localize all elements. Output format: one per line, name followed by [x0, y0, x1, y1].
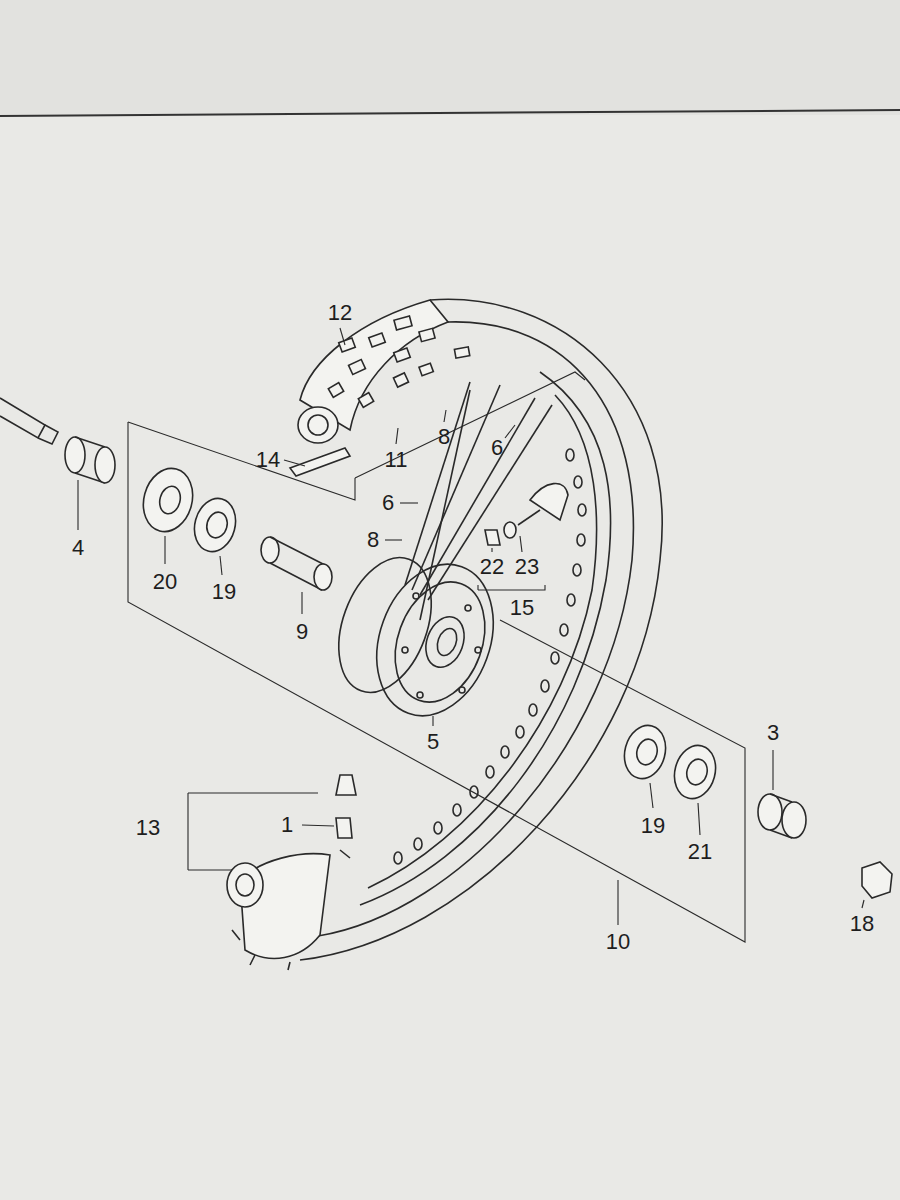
- callout-number: 12: [328, 302, 352, 324]
- callout-number: 15: [510, 597, 534, 619]
- callout-number: 19: [641, 815, 665, 837]
- callout-number: 11: [385, 449, 408, 471]
- callout-number: 19: [212, 581, 236, 603]
- callout-number: 6: [491, 437, 503, 459]
- callout-number: 10: [606, 931, 630, 953]
- callout-number: 3: [767, 722, 779, 744]
- callout-number: 23: [515, 556, 539, 578]
- callout-number: 20: [153, 571, 177, 593]
- callout-number: 1: [281, 814, 293, 836]
- assembly-bracket: [128, 372, 745, 942]
- page-rule: [0, 110, 900, 116]
- callout-number: 14: [256, 449, 280, 471]
- callout-number: 21: [688, 841, 712, 863]
- leader-lines: [78, 328, 864, 925]
- callout-number: 22: [480, 556, 504, 578]
- callout-number: 13: [136, 817, 160, 839]
- callout-number: 6: [382, 492, 394, 514]
- page-top-band: [0, 0, 900, 115]
- callout-number: 18: [850, 913, 874, 935]
- wheel-drawing: [0, 299, 892, 970]
- callout-number: 9: [296, 621, 308, 643]
- callout-number: 8: [367, 529, 379, 551]
- callout-number: 8: [438, 426, 450, 448]
- callout-number: 5: [427, 731, 439, 753]
- callout-number: 4: [72, 537, 84, 559]
